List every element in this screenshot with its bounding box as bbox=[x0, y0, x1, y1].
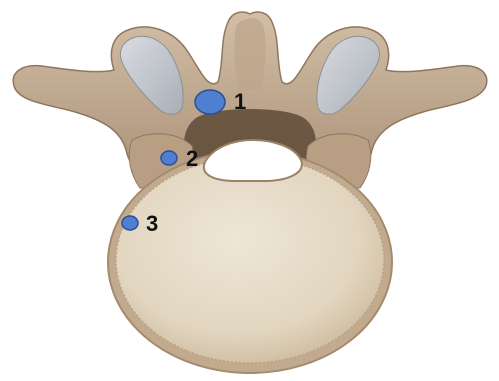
marker-2-label: 2 bbox=[186, 146, 198, 171]
vertebral-body bbox=[116, 157, 384, 363]
marker-3-dot bbox=[122, 216, 138, 230]
marker-2-dot bbox=[161, 151, 177, 165]
marker-1-label: 1 bbox=[234, 89, 246, 114]
marker-1-dot bbox=[195, 90, 225, 114]
marker-3-label: 3 bbox=[146, 211, 158, 236]
marker-1: 1 bbox=[195, 89, 246, 114]
spinous-process bbox=[234, 18, 265, 90]
